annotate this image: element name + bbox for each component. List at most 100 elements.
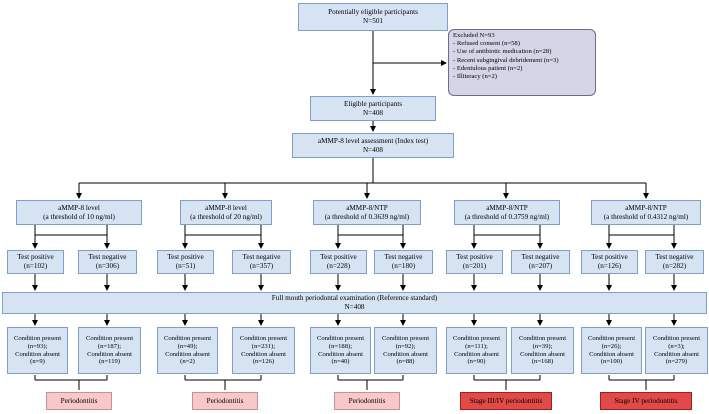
test-negative-box: Test negative(n=207) [511,250,570,274]
excluded-item: - Edentulous patient (n=2) [453,64,523,72]
condition-present-n: (n=93); [27,342,48,350]
condition-absent-label: Condition absent [454,350,499,358]
condition-absent-n: (n=126) [252,358,275,366]
test-negative-n: (n=282) [662,262,687,270]
test-positive-label: Test positive [320,253,357,262]
negative-result-box: Condition present(n=187);Condition absen… [78,327,141,374]
reference-standard-box: Full mouth periodontal examination (Refe… [2,292,707,314]
excluded-item: - Illiteracy (n=2) [453,73,497,81]
negative-result-box: Condition present(n=231);Condition absen… [232,327,295,374]
positive-result-box: Condition present(n=93);Condition absent… [7,327,68,374]
condition-absent-n: (n=2) [180,358,195,366]
condition-absent-n: (n=119) [98,358,121,366]
test-positive-n: (n=228) [326,262,351,270]
outcome-label: Periodontitis [334,392,400,410]
condition-absent-label: Condition absent [318,350,363,358]
test-negative-n: (n=207) [528,262,553,270]
threshold-value: (a threshold of 20 ng/ml) [190,212,262,221]
condition-absent-n: (n=279) [665,358,688,366]
threshold-name: aMMP-8/NTP [346,203,388,212]
reference-title: Full mouth periodontal examination (Refe… [271,294,438,303]
test-negative-n: (n=180) [391,262,416,270]
condition-present-n: (n=39); [532,342,553,350]
test-negative-label: Test negative [88,253,127,262]
condition-present-label: Condition present [239,334,288,342]
potentially-eligible-title: Potentially eligible participants [328,8,418,17]
outcome-label: Periodontitis [192,392,258,410]
condition-present-label: Condition present [316,334,365,342]
condition-present-n: (n=26); [601,342,622,350]
test-positive-box: Test positive(n=51) [157,250,214,274]
potentially-eligible-n: N=501 [362,17,384,25]
positive-result-box: Condition present(n=26);Condition absent… [581,327,642,374]
threshold-value: (a threshold of 0.4312 ng/ml) [603,212,689,221]
test-positive-label: Test positive [17,253,54,262]
threshold-box: aMMP-8 level(a threshold of 20 ng/ml) [180,200,272,225]
test-negative-box: Test negative(n=180) [374,250,433,274]
condition-present-n: (n=49); [177,342,198,350]
outcome-label: Stage IV periodontitis [600,392,692,410]
condition-present-n: (n=187); [97,342,122,350]
negative-result-box: Condition present(n=39);Condition absent… [511,327,574,374]
negative-result-box: Condition present(n=3);Condition absent(… [645,327,708,374]
eligible-title: Eligible participants [343,99,403,108]
threshold-box: aMMP-8 level(a threshold of 10 ng/ml) [16,200,142,225]
condition-present-n: (n=3); [668,342,685,350]
test-negative-box: Test negative(n=357) [232,250,291,274]
excluded-item: - Use of antibiotic medication (n=28) [453,48,552,56]
eligible-n: N=408 [362,108,384,117]
condition-present-n: (n=188); [328,342,353,350]
positive-result-box: Condition present(n=188);Condition absen… [310,327,371,374]
condition-absent-label: Condition absent [165,350,210,358]
condition-absent-n: (n=168) [531,358,554,366]
condition-present-label: Condition present [85,334,134,342]
test-negative-box: Test negative(n=306) [78,250,137,274]
condition-absent-label: Condition absent [241,350,286,358]
test-positive-label: Test positive [167,253,204,262]
test-positive-label: Test positive [591,253,628,262]
test-positive-label: Test positive [456,253,493,262]
condition-present-n: (n=92); [395,342,416,350]
condition-absent-label: Condition absent [589,350,634,358]
potentially-eligible-box: Potentially eligible participants N=501 [298,3,448,31]
test-negative-box: Test negative(n=282) [645,250,704,274]
condition-present-n: (n=111); [465,342,488,350]
condition-present-n: (n=231); [251,342,276,350]
test-positive-n: (n=102) [23,262,48,270]
test-positive-box: Test positive(n=102) [7,250,64,274]
outcome-label: Periodontitis [46,392,112,410]
threshold-box: aMMP-8/NTP(a threshold of 0.3639 ng/ml) [313,200,421,225]
condition-present-label: Condition present [587,334,636,342]
condition-absent-label: Condition absent [383,350,428,358]
threshold-box: aMMP-8/NTP(a threshold of 0.4312 ng/ml) [591,200,701,225]
condition-present-label: Condition present [452,334,501,342]
reference-n: N=408 [344,303,365,311]
threshold-box: aMMP-8/NTP(a threshold of 0.3759 ng/ml) [454,200,560,225]
positive-result-box: Condition present(n=49);Condition absent… [157,327,218,374]
threshold-name: aMMP-8 level [205,203,247,212]
threshold-value: (a threshold of 0.3639 ng/ml) [324,212,410,221]
threshold-value: (a threshold of 10 ng/ml) [43,212,115,221]
index-test-box: aMMP-8 level assessment (Index test) N=4… [292,133,454,158]
condition-absent-label: Condition absent [520,350,565,358]
index-test-n: N=408 [362,145,384,154]
threshold-name: aMMP-8/NTP [486,203,528,212]
condition-absent-n: (n=100) [600,358,623,366]
test-negative-label: Test negative [384,253,423,262]
condition-present-label: Condition present [13,334,62,342]
test-positive-n: (n=126) [597,262,622,270]
eligible-box: Eligible participants N=408 [310,96,436,121]
test-positive-n: (n=51) [175,262,196,270]
outcome-label: Stage III/IV periodontitis [460,392,552,410]
condition-present-label: Condition present [381,334,430,342]
condition-absent-label: Condition absent [87,350,132,358]
threshold-name: aMMP-8 level [58,203,100,212]
test-negative-n: (n=357) [249,262,274,270]
negative-result-box: Condition present(n=92);Condition absent… [374,327,437,374]
test-positive-n: (n=201) [462,262,487,270]
condition-absent-n: (n=88) [396,358,415,366]
positive-result-box: Condition present(n=111);Condition absen… [446,327,507,374]
condition-present-label: Condition present [163,334,212,342]
excluded-item: - Refused consent (n=58) [453,40,520,48]
